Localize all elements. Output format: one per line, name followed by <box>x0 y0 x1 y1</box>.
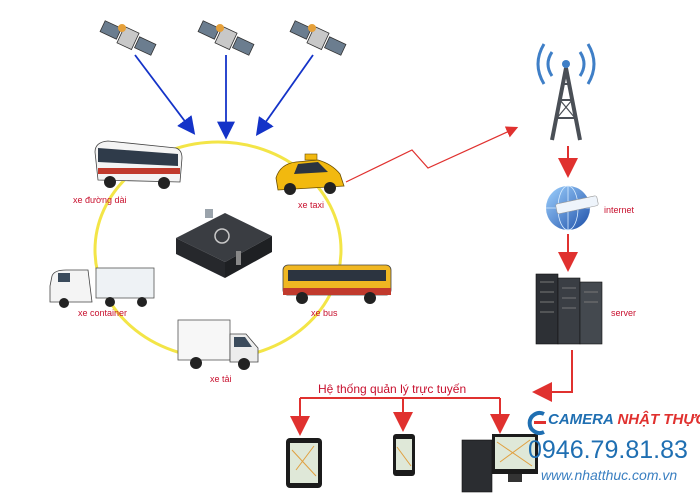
brand-name-part2: NHẬT THỰC <box>617 411 700 428</box>
cell-tower-icon <box>536 43 596 141</box>
taxi-icon <box>275 153 345 195</box>
desktop-computer-icon <box>461 434 538 493</box>
wireless-link <box>345 126 519 183</box>
brand-name-part1: CAMERA <box>548 411 614 428</box>
label-server: server <box>611 308 637 318</box>
website-link[interactable]: www.nhatthuc.com.vn <box>541 467 678 483</box>
city-bus-icon <box>282 264 392 304</box>
container-truck-icon <box>49 267 155 308</box>
label-container: xe container <box>78 308 128 318</box>
server-rack-icon <box>535 273 603 345</box>
hotline-number: 0946.79.81.83 <box>528 436 688 464</box>
label-internet: internet <box>604 205 635 215</box>
delivery-truck-icon <box>177 319 259 370</box>
satellite-icon-2 <box>197 20 255 56</box>
label-truck: xe tải <box>210 374 232 384</box>
label-taxi: xe taxi <box>298 200 325 210</box>
signal-arrow-1 <box>134 54 196 135</box>
satellite-icon-1 <box>99 20 157 56</box>
tablet-icon <box>286 438 322 488</box>
arrow-server-management <box>532 350 573 402</box>
brand-name: CAMERA NHẬT THỰC <box>548 411 700 428</box>
label-bus: xe bus <box>311 308 338 318</box>
satellite-icon-3 <box>289 20 347 56</box>
label-long-distance: xe đường dài <box>73 195 127 205</box>
internet-globe-icon <box>546 185 599 231</box>
brand-logo-icon <box>527 411 546 435</box>
gps-tracker-device <box>176 209 272 278</box>
management-system-label: Hệ thống quản lý trực tuyến <box>318 382 467 396</box>
coach-bus-icon <box>94 140 183 189</box>
smartphone-icon <box>393 434 415 476</box>
signal-arrow-3 <box>255 54 314 136</box>
